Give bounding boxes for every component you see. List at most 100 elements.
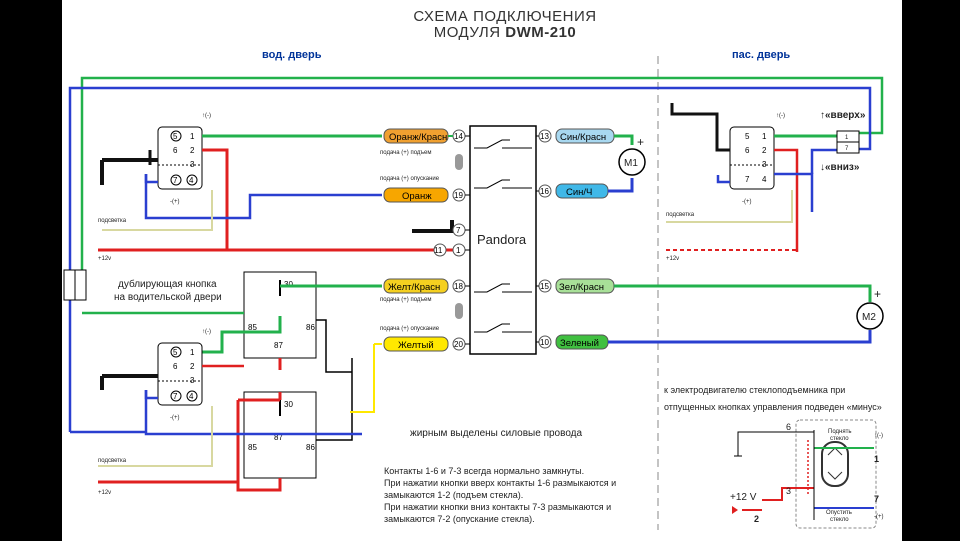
svg-text:замыкаются 1-2 (подъем стекла): замыкаются 1-2 (подъем стекла). <box>384 490 523 500</box>
diagram-canvas: СХЕМА ПОДКЛЮЧЕНИЯ МОДУЛЯ DWM-210 вод. дв… <box>63 8 884 530</box>
svg-text:4: 4 <box>762 175 767 184</box>
header-passenger-door: пас. дверь <box>732 49 790 61</box>
svg-text:стекло: стекло <box>830 517 849 523</box>
svg-text:6: 6 <box>173 146 178 155</box>
pin-13: 13 <box>540 132 549 141</box>
svg-text:Желт/Красн: Желт/Красн <box>388 282 440 293</box>
sign-up-2: ↑(-) <box>202 329 211 335</box>
pass-sign-down: -(+) <box>742 199 752 205</box>
svg-text:3: 3 <box>190 376 195 385</box>
svg-text:4: 4 <box>189 392 194 401</box>
svg-text:Контакты 1-6 и 7-3 всегда норм: Контакты 1-6 и 7-3 всегда нормально замк… <box>384 466 584 476</box>
svg-text:6: 6 <box>786 422 791 432</box>
backlight-label-3: подсветка <box>666 212 695 218</box>
svg-text:Син/Красн: Син/Красн <box>560 132 606 143</box>
down-supply-label-2: подача (+) опускание <box>380 326 440 332</box>
svg-text:3: 3 <box>190 160 195 169</box>
wiring-diagram: СХЕМА ПОДКЛЮЧЕНИЯ МОДУЛЯ DWM-210 вод. дв… <box>62 0 902 541</box>
svg-text:6: 6 <box>173 362 178 371</box>
svg-text:3: 3 <box>762 160 767 169</box>
motor-m1 <box>618 148 646 176</box>
svg-text:Син/Ч: Син/Ч <box>566 187 592 198</box>
pin-18: 18 <box>454 282 463 291</box>
plus12-label-2: +12v <box>98 490 111 496</box>
svg-text:5: 5 <box>173 132 178 141</box>
svg-text:-(+): -(+) <box>874 514 884 520</box>
terminal-18-tag: Желт/Красн <box>383 278 449 294</box>
svg-text:5: 5 <box>745 132 750 141</box>
motor-m2 <box>856 302 884 330</box>
pandora-label: Pandora <box>477 232 527 247</box>
svg-text:86: 86 <box>306 323 315 332</box>
svg-text:1: 1 <box>845 135 849 141</box>
up-label: ↑«вверх» <box>820 110 866 121</box>
svg-text:замыкаются 7-2 (опускание стек: замыкаются 7-2 (опускание стекла). <box>384 514 535 524</box>
sign-down: -(+) <box>170 199 180 205</box>
sign-down-2: -(+) <box>170 415 180 421</box>
svg-text:Опустить: Опустить <box>826 510 852 516</box>
svg-text:+: + <box>874 287 881 301</box>
svg-text:85: 85 <box>248 443 257 452</box>
svg-text:7: 7 <box>845 146 849 152</box>
plus12-label-1: +12v <box>98 256 111 262</box>
contacts-note: Контакты 1-6 и 7-3 всегда нормально замк… <box>384 466 616 524</box>
backlight-label-1: подсветка <box>98 218 127 224</box>
header-driver-door: вод. дверь <box>262 49 322 61</box>
svg-text:Поднять: Поднять <box>828 429 851 435</box>
pin-14: 14 <box>454 132 463 141</box>
motor-m2-label: M2 <box>862 312 876 323</box>
pandora-module <box>469 125 537 355</box>
title-line2: МОДУЛЯ DWM-210 <box>434 24 577 41</box>
driver-switch-bottom: 5 1 6 2 3 7 4 <box>157 342 203 406</box>
inset-switch-diagram: Поднять стекло Опустить стекло ↑(-) -(+)… <box>730 419 884 529</box>
pin-20: 20 <box>454 340 463 349</box>
svg-text:Оранж/Красн: Оранж/Красн <box>389 132 447 143</box>
dup-button-line2: на водительской двери <box>114 292 222 303</box>
pass-sign-up: ↑(-) <box>776 113 785 119</box>
svg-text:85: 85 <box>248 323 257 332</box>
terminal-19-tag: Оранж <box>383 187 449 203</box>
svg-text:↑(-): ↑(-) <box>874 433 883 439</box>
svg-text:4: 4 <box>189 176 194 185</box>
terminal-20-tag: Желтый <box>383 336 449 352</box>
svg-text:7: 7 <box>173 392 178 401</box>
svg-text:1: 1 <box>190 348 195 357</box>
down-label: ↓«вниз» <box>820 162 860 173</box>
svg-text:7: 7 <box>874 494 879 504</box>
svg-text:1: 1 <box>874 454 879 464</box>
terminal-16-tag: Син/Ч <box>555 183 609 199</box>
svg-text:+: + <box>637 135 644 149</box>
terminal-13-tag: Син/Красн <box>555 128 615 144</box>
down-supply-label-1: подача (+) опускание <box>380 176 440 182</box>
pin-15: 15 <box>540 282 549 291</box>
plus12-label-3: +12v <box>666 256 679 262</box>
title-line1: СХЕМА ПОДКЛЮЧЕНИЯ <box>413 8 596 25</box>
svg-text:86: 86 <box>306 443 315 452</box>
svg-text:Оранж: Оранж <box>402 191 432 202</box>
svg-text:2: 2 <box>762 146 767 155</box>
up-supply-label-2: подача (+) подъем <box>380 297 432 303</box>
svg-text:5: 5 <box>173 348 178 357</box>
svg-text:При нажатии кнопки вверх конта: При нажатии кнопки вверх контакты 1-6 ра… <box>384 478 616 488</box>
svg-text:2: 2 <box>190 362 195 371</box>
svg-text:1: 1 <box>762 132 767 141</box>
svg-text:3: 3 <box>786 486 791 496</box>
pin-7: 7 <box>456 226 461 235</box>
pin-19: 19 <box>454 191 463 200</box>
backlight-label-2: подсветка <box>98 458 127 464</box>
svg-text:30: 30 <box>284 400 293 409</box>
svg-text:7: 7 <box>745 175 750 184</box>
svg-text:отпущенных кнопках управления: отпущенных кнопках управления подведен «… <box>664 402 882 412</box>
svg-text:7: 7 <box>173 176 178 185</box>
motor-note: к электродвигателю стеклоподъемника при … <box>664 385 882 412</box>
terminal-14-tag: Оранж/Красн <box>383 128 449 144</box>
green-wire-top <box>80 76 884 292</box>
dup-button-line1: дублирующая кнопка <box>118 278 217 290</box>
pin-16: 16 <box>540 187 549 196</box>
sign-up: ↑(-) <box>202 113 211 119</box>
pin-1: 1 <box>456 246 461 255</box>
svg-text:стекло: стекло <box>830 436 849 442</box>
motor-m1-label: M1 <box>624 158 638 169</box>
pin-10: 10 <box>540 338 549 347</box>
